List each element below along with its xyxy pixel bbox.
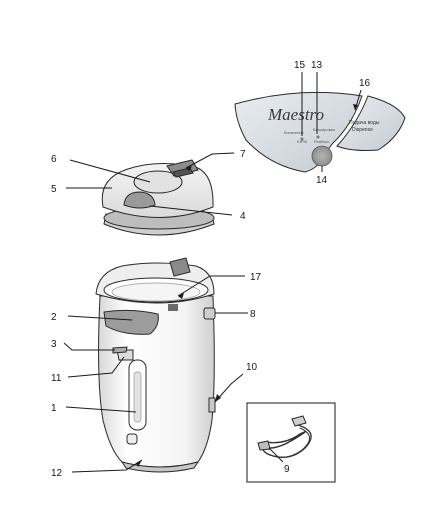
control-panel: Maestro Кипячение KIPIS Блокировка Разбл… <box>234 91 406 173</box>
power-cord-plug <box>291 415 307 427</box>
callout-14: 14 <box>316 175 328 186</box>
arrow-10 <box>215 394 221 402</box>
callout-4: 4 <box>240 211 246 222</box>
leader-11 <box>67 356 125 378</box>
callout-5: 5 <box>51 184 57 195</box>
water-level-indicator <box>133 371 142 423</box>
leader-9 <box>268 447 284 463</box>
callout-9: 9 <box>284 464 290 475</box>
callout-7: 7 <box>240 149 246 160</box>
callout-8: 8 <box>250 309 256 320</box>
brand-logo: Maestro <box>267 105 324 124</box>
power-socket[interactable] <box>208 397 216 413</box>
callout-13: 13 <box>311 60 323 71</box>
lock-indicator-light <box>316 135 320 139</box>
callout-numbers: 15 13 16 14 6 7 5 4 17 2 8 3 10 11 1 9 1… <box>51 60 371 479</box>
speaker-grille <box>311 145 333 167</box>
arrow-12 <box>136 460 142 467</box>
leader-4 <box>149 205 233 216</box>
carry-handle-hinge <box>169 257 191 277</box>
leader-1 <box>65 406 137 413</box>
power-cord-box <box>246 402 336 483</box>
arrow-16 <box>353 104 358 110</box>
dispense-button[interactable] <box>336 95 406 151</box>
leader-3 <box>63 342 115 351</box>
spout-lever[interactable] <box>112 346 128 354</box>
thermopot-body <box>95 257 216 473</box>
lock-button-label: Блокировка <box>313 127 336 132</box>
leader-17 <box>177 275 245 297</box>
arrow-17 <box>178 293 184 299</box>
arrow-7 <box>186 166 192 171</box>
dispense-button-sublabel: Dispense <box>352 127 373 133</box>
power-cord-connector <box>257 440 271 451</box>
boil-indicator-light <box>300 137 304 141</box>
base-rotating-stand <box>120 461 200 473</box>
callout-1: 1 <box>51 403 57 414</box>
base-button[interactable] <box>126 433 138 445</box>
lid-assembly <box>101 159 215 236</box>
callout-2: 2 <box>51 312 57 323</box>
boil-button-label: Кипячение <box>284 130 305 135</box>
leader-10 <box>214 373 244 403</box>
callout-15: 15 <box>294 60 306 71</box>
lid-center-disc <box>133 170 183 194</box>
leader-lines <box>63 72 362 473</box>
callout-16: 16 <box>359 78 371 89</box>
steam-vent <box>123 191 156 209</box>
leader-6 <box>69 159 151 183</box>
water-tank-inner <box>111 282 201 302</box>
leader-2 <box>67 315 133 321</box>
callout-6: 6 <box>51 154 57 165</box>
lid-hinge-knob[interactable] <box>203 307 216 320</box>
body-control-panel <box>103 309 159 335</box>
boil-button-sublabel: KIPIS <box>297 139 308 144</box>
callout-12: 12 <box>51 468 63 479</box>
dispense-button-label: Подача воды <box>349 120 380 126</box>
dispense-button-icon <box>168 304 178 311</box>
leader-7 <box>185 152 235 169</box>
lid-hinge <box>172 167 194 178</box>
callout-3: 3 <box>51 339 57 350</box>
callout-11: 11 <box>51 373 62 384</box>
unlock-button-label: Разблок. <box>314 139 330 144</box>
callout-10: 10 <box>246 362 258 373</box>
callout-17: 17 <box>250 272 262 283</box>
